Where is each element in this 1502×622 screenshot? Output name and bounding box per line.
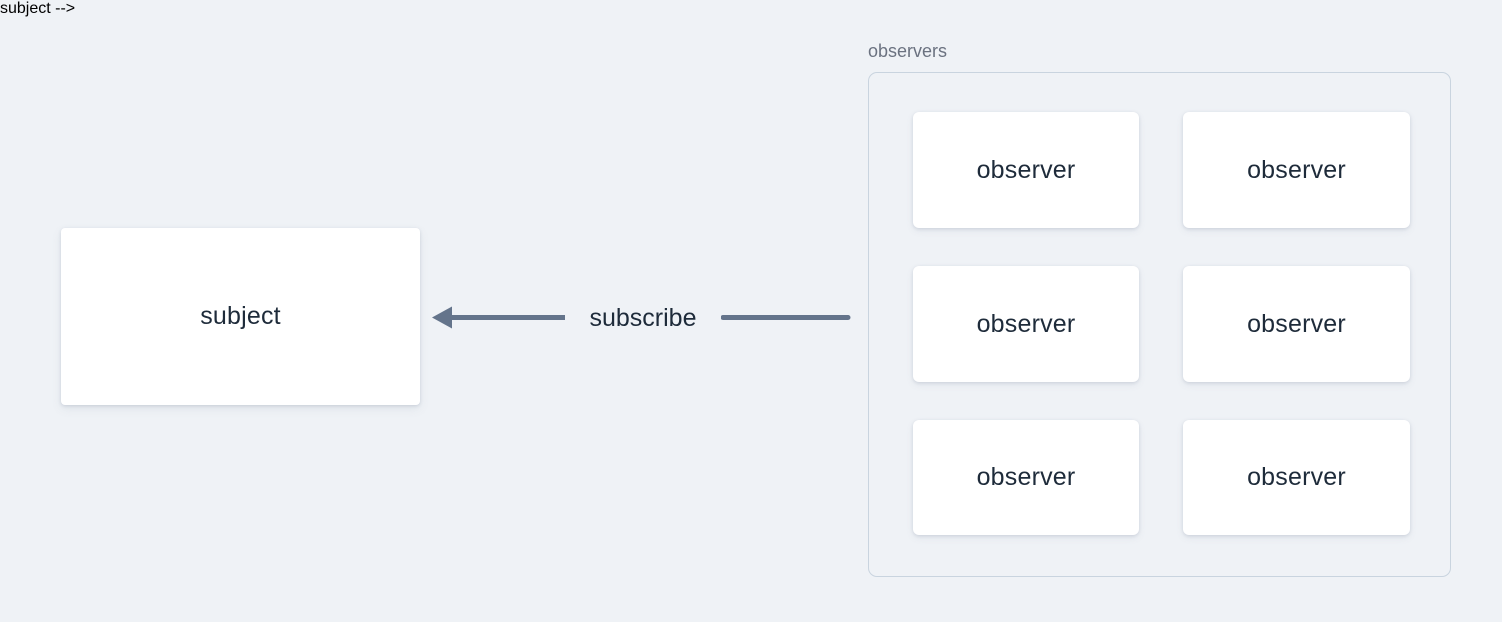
node-observer-label: observer <box>1247 155 1346 184</box>
node-observer-label: observer <box>1247 463 1346 491</box>
observers-group-label: observers <box>868 41 954 63</box>
node-observer[interactable]: observer <box>1183 266 1410 382</box>
node-observer[interactable]: observer <box>1183 420 1410 535</box>
node-observer[interactable]: observer <box>1183 112 1410 228</box>
node-observer-label: observer <box>976 463 1076 491</box>
edge-subscribe-label: subscribe <box>565 296 721 340</box>
node-subject-label: subject <box>200 302 281 330</box>
node-observer[interactable]: observer <box>913 420 1139 535</box>
node-observer[interactable]: observer <box>913 112 1139 228</box>
observers-group-box <box>868 72 1451 577</box>
node-observer-label: observer <box>976 155 1076 184</box>
edge-line-svg <box>432 306 851 329</box>
edge-subscribe[interactable]: subscribe <box>425 296 855 340</box>
observers-grid: observer observer observer observer obse… <box>913 112 1410 535</box>
node-observer[interactable]: observer <box>913 266 1139 382</box>
node-subject[interactable]: subject <box>61 228 420 405</box>
arrow-left-icon <box>432 306 452 329</box>
node-observer-label: observer <box>976 309 1076 338</box>
node-observer-label: observer <box>1247 309 1346 338</box>
